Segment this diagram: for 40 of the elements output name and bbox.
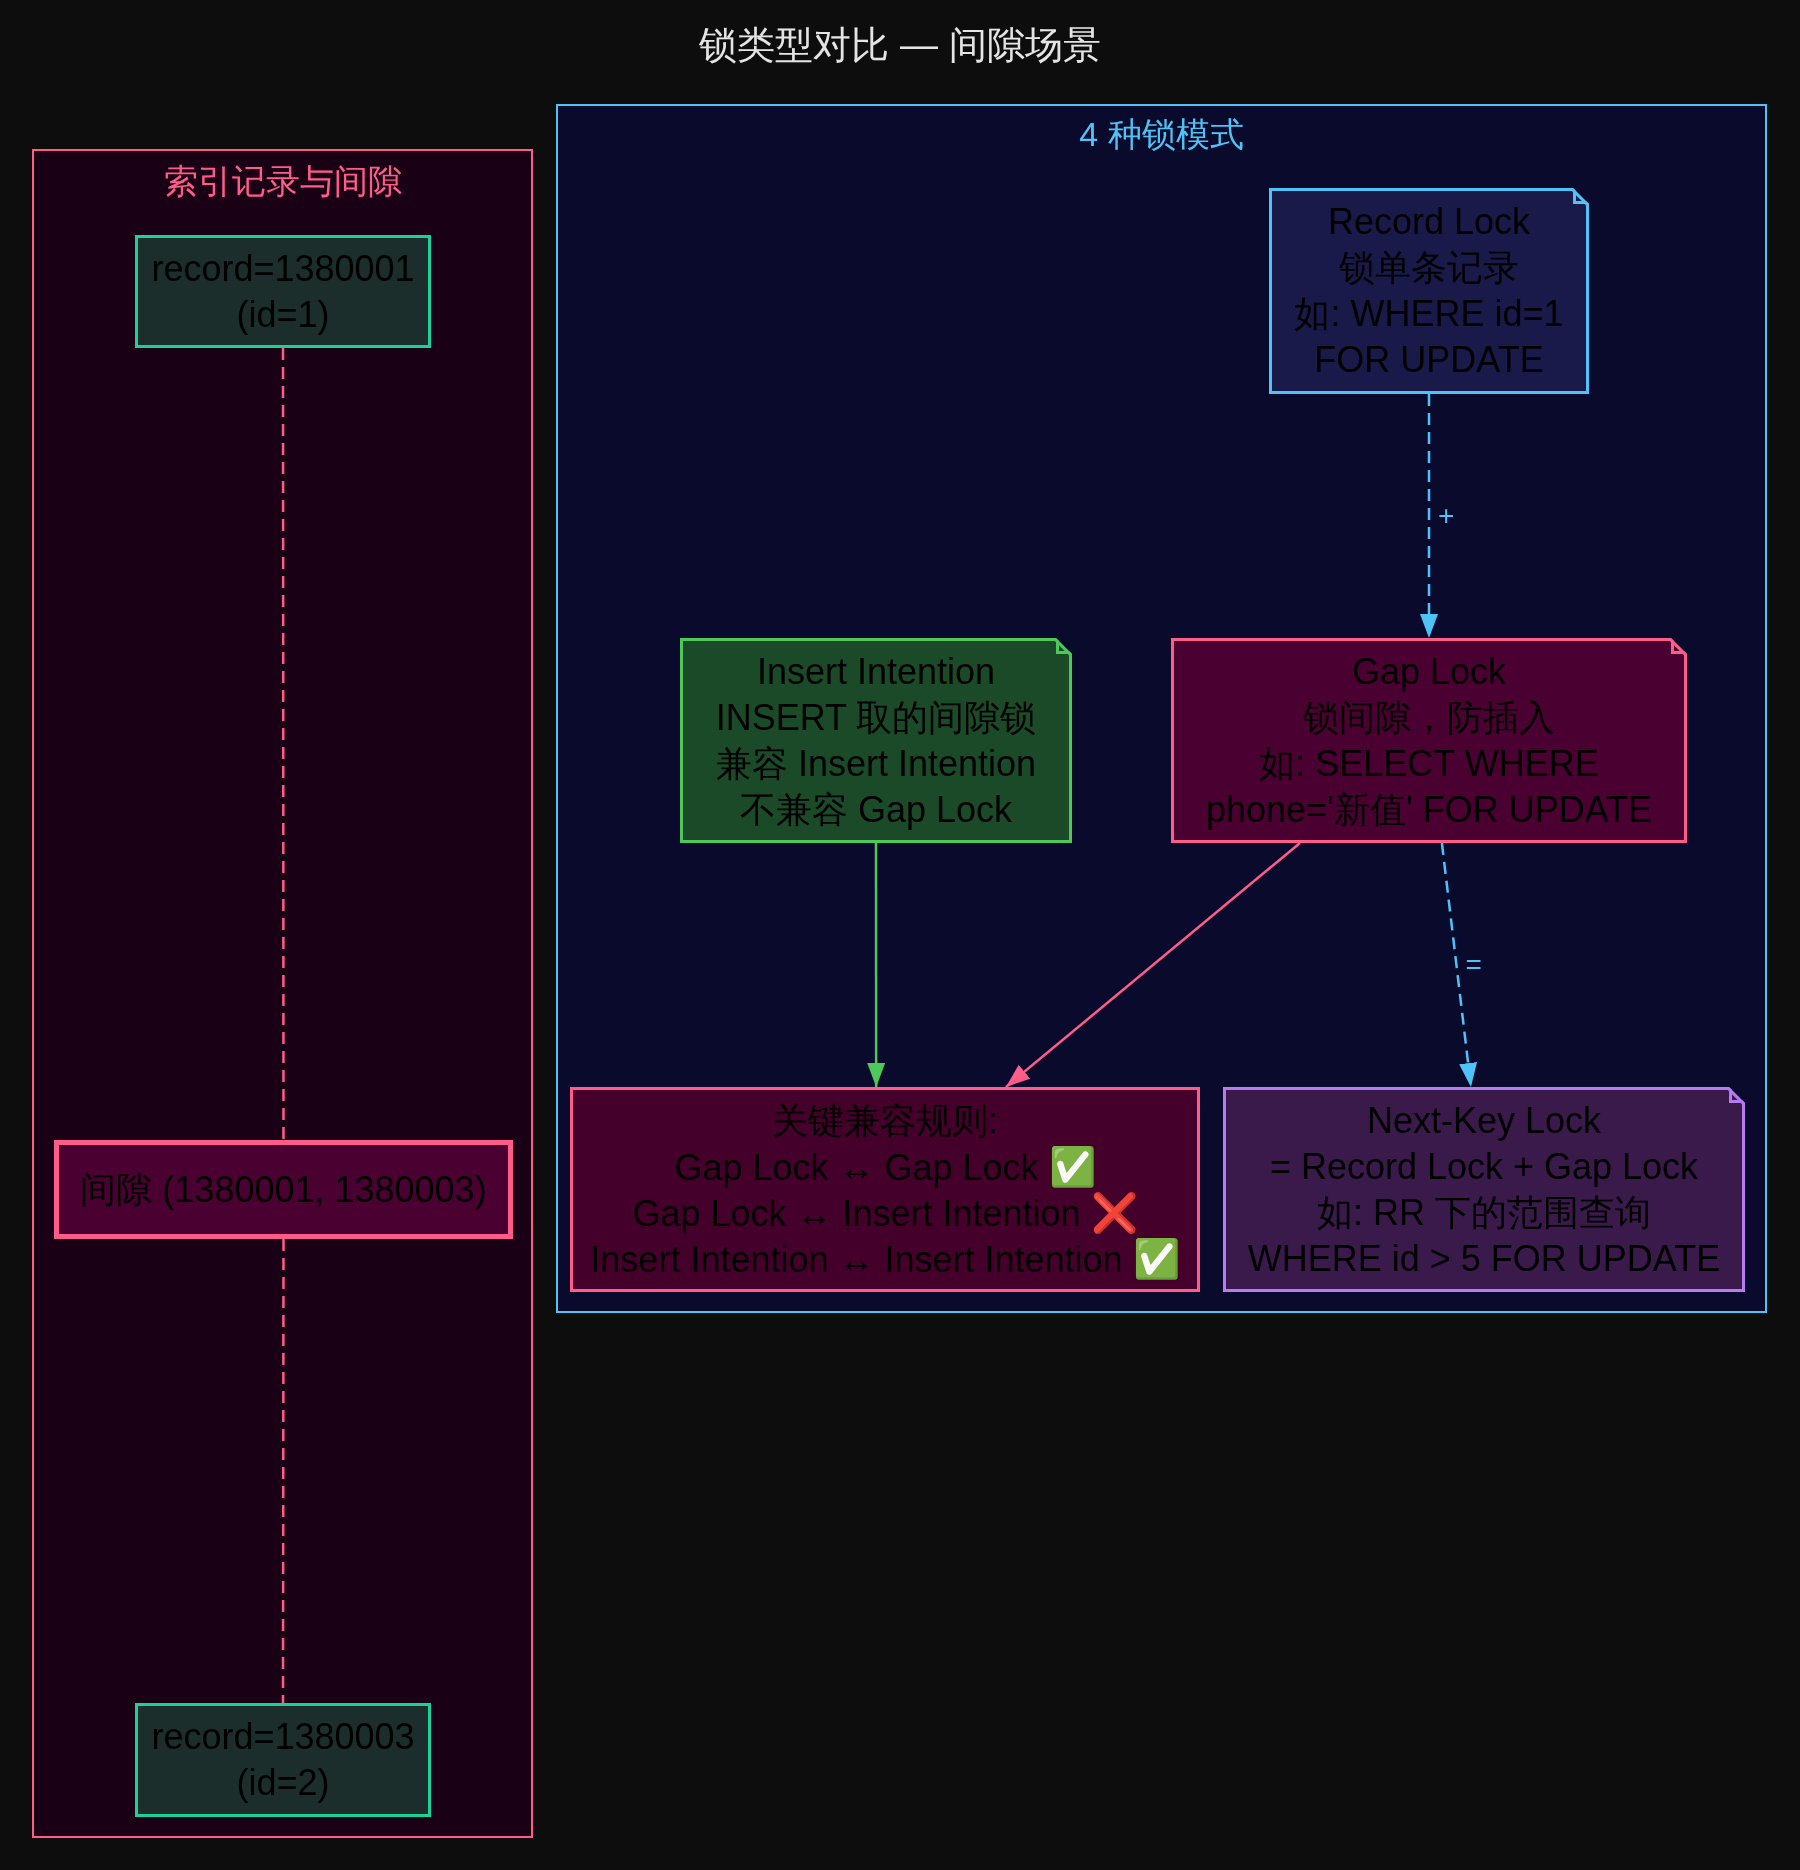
node-label: WHERE id > 5 FOR UPDATE [1247,1236,1721,1281]
node-label: Gap Lock ↔ Gap Lock ✅ [674,1144,1096,1190]
node-label: 兼容 Insert Intention [715,741,1037,786]
node-label: INSERT 取的间隙锁 [715,695,1037,740]
arrow [1440,842,1478,1088]
node-label: 关键兼容规则: [772,1098,998,1143]
note-card [680,638,1072,843]
process-box [54,1140,513,1239]
node-label: Gap Lock [1351,649,1507,694]
node-label: phone='新值' FOR UPDATE [1205,787,1653,832]
node-label: Insert Intention [756,649,996,694]
arrow [1005,842,1301,1088]
connector-line [281,348,285,1140]
node-label: 如: SELECT WHERE [1259,741,1599,786]
arrow [1420,394,1438,638]
node-label: Gap Lock ↔ Insert Intention ❌ [632,1190,1138,1236]
node-label: 不兼容 Gap Lock [739,787,1013,832]
node-label: Next-Key Lock [1366,1098,1602,1143]
process-box [135,235,431,348]
node-label: 如: RR 下的范围查询 [1317,1190,1651,1235]
note-card [1223,1087,1745,1292]
node-label: 间隙 (1380001, 1380003) [80,1167,487,1212]
group-panel [32,149,533,1838]
note-card [1269,188,1589,394]
node-label: Insert Intention ↔ Insert Intention ✅ [590,1236,1180,1282]
node-label: Record Lock [1327,200,1531,244]
group-title: 索引记录与间隙 [163,161,402,201]
node-label: FOR UPDATE [1314,338,1544,382]
diagram-title: 锁类型对比 — 间隙场景 [699,23,1101,68]
connector-line [281,1239,285,1703]
arrow [867,843,886,1087]
node-label: 锁单条记录 [1339,246,1519,290]
node-label: 如: WHERE id=1 [1294,292,1564,336]
group-title: 4 种锁模式 [1079,114,1244,154]
process-box [135,1703,431,1817]
group-panel [556,104,1767,1313]
node-label: 锁间隙，防插入 [1303,695,1555,740]
node-label: = Record Lock + Gap Lock [1269,1144,1699,1189]
process-box [570,1087,1200,1292]
note-card [1171,638,1687,843]
